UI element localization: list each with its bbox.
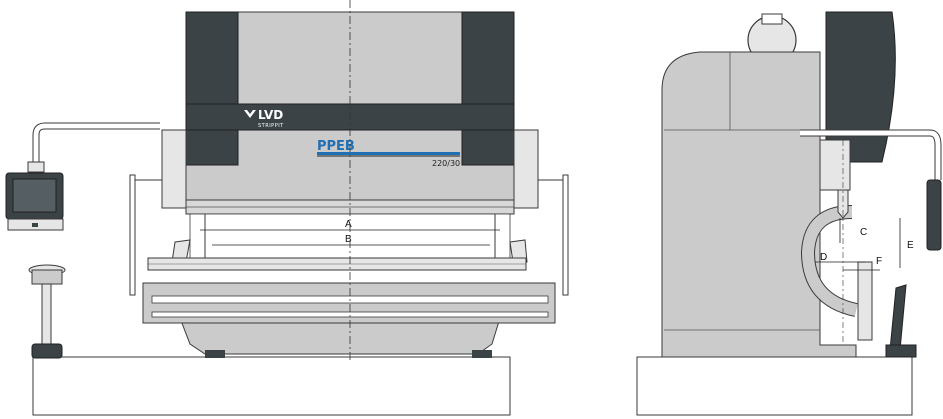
side-punch [837, 189, 849, 219]
front-upright-right [513, 129, 539, 209]
dimension-label-f: F [876, 256, 882, 267]
side-base-block [636, 356, 913, 416]
dimension-label-b: B [345, 234, 352, 245]
dimension-label-d: D [820, 252, 827, 263]
side-die [857, 261, 873, 341]
front-base-block [32, 356, 511, 416]
front-support-arm-right [509, 239, 528, 263]
model-name: PPEB [317, 139, 355, 154]
front-foot-right [472, 350, 492, 358]
side-view: C D E F [636, 11, 942, 416]
front-cover-left [185, 11, 239, 166]
foot-pedal-base [31, 343, 63, 359]
control-panel-button [32, 223, 38, 227]
front-cover-right [461, 11, 515, 166]
foot-pedal-column [41, 283, 52, 345]
side-foot-pedal-base [885, 344, 917, 358]
front-foot-left [205, 350, 225, 358]
side-control-panel [926, 179, 942, 251]
brand-logo-subtext: STRIPPIT [258, 123, 284, 129]
foot-pedal-head [31, 269, 63, 285]
side-ram [819, 139, 851, 191]
control-arm [32, 122, 160, 162]
control-arm-inner [33, 123, 160, 162]
side-dark-cover [825, 11, 896, 163]
control-arm-joint [27, 161, 45, 173]
front-upright-left [161, 129, 187, 209]
lvd-logo-icon [244, 110, 256, 118]
dimension-label-a: A [345, 219, 352, 230]
side-foot-pedal [889, 284, 907, 351]
model-stripe-gray [317, 155, 460, 157]
model-stripe-blue [317, 152, 460, 155]
brand-logo-text: LVD [258, 108, 283, 122]
control-panel-screen [12, 178, 57, 213]
front-guard-post-left [129, 174, 136, 296]
dimension-label-e: E [907, 240, 914, 251]
front-view: LVD STRIPPIT PPEB 220/30 A B [5, 0, 569, 416]
side-cylinder-cap [761, 13, 783, 25]
model-number: 220/30 [432, 159, 460, 168]
side-throat-arc-fill [801, 206, 858, 316]
front-guard-post-right [562, 174, 569, 296]
dimension-label-c: C [860, 227, 867, 238]
side-control-arm-inner [800, 130, 941, 180]
